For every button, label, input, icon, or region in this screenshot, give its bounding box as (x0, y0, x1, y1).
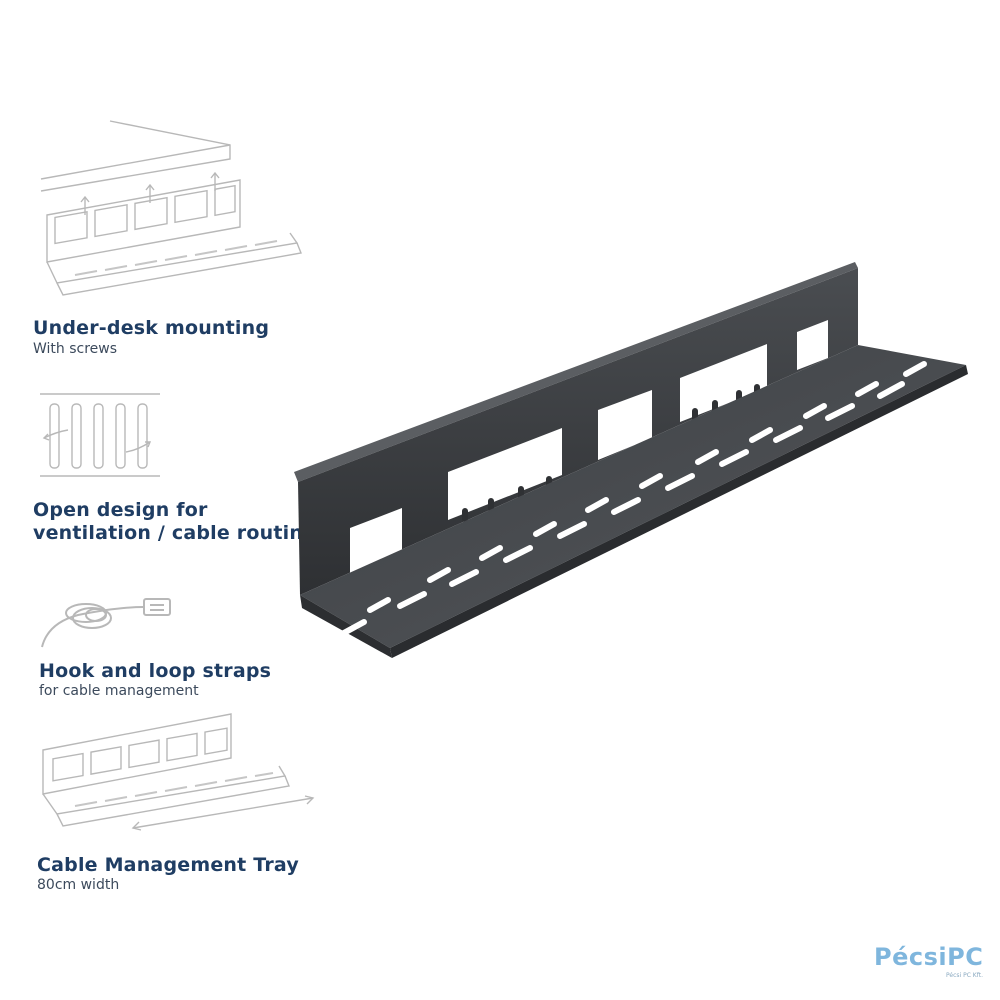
watermark-brand: PécsiPC (874, 943, 983, 971)
cable-tray-product-image (294, 262, 968, 658)
feature-title-open-design: Open design for ventilation / cable rout… (33, 499, 317, 544)
feature-title-straps: Hook and loop straps (39, 660, 272, 682)
brand-watermark-logo: PécsiPC Pécsi PC Kft. (874, 943, 983, 979)
under-desk-mount-icon (40, 120, 302, 296)
cable-strap-icon (41, 598, 171, 648)
feature-title-under-desk: Under-desk mounting (33, 317, 270, 339)
ventilation-slots-icon (40, 393, 160, 477)
feature-subtitle-straps: for cable management (39, 683, 199, 699)
feature-title-tray: Cable Management Tray (37, 854, 299, 876)
watermark-tagline: Pécsi PC Kft. (946, 972, 983, 979)
feature-subtitle-tray: 80cm width (37, 877, 120, 893)
feature-subtitle-under-desk: With screws (33, 341, 118, 357)
tray-width-icon (42, 713, 315, 831)
